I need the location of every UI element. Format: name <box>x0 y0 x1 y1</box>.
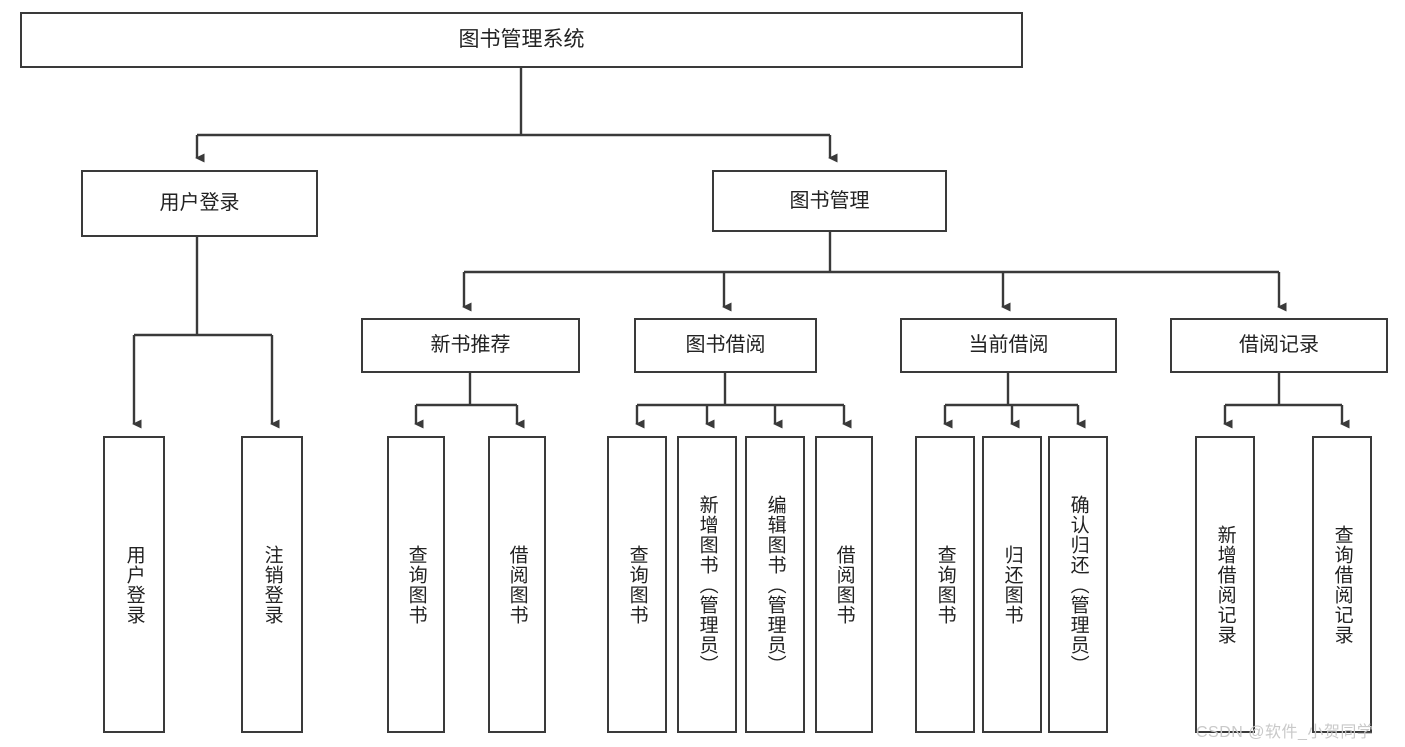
leaf-return-book[interactable]: 归还图书 <box>982 436 1042 733</box>
leaf-query-book-current[interactable]: 查询图书 <box>915 436 975 733</box>
leaf-query-borrow-record[interactable]: 查询借阅记录 <box>1312 436 1372 733</box>
node-current-borrow[interactable]: 当前借阅 <box>900 318 1117 373</box>
leaf-add-book-admin[interactable]: 新增图书（管理员） <box>677 436 737 733</box>
leaf-label: 新增图书（管理员） <box>696 494 718 675</box>
leaf-query-book-recommend[interactable]: 查询图书 <box>387 436 445 733</box>
node-user-login[interactable]: 用户登录 <box>81 170 318 237</box>
node-book-borrow[interactable]: 图书借阅 <box>634 318 817 373</box>
leaf-query-book-borrow[interactable]: 查询图书 <box>607 436 667 733</box>
node-book-manage[interactable]: 图书管理 <box>712 170 947 232</box>
leaf-label: 查询图书 <box>626 544 648 625</box>
leaf-label: 注销登录 <box>261 544 283 625</box>
leaf-borrow-book[interactable]: 借阅图书 <box>815 436 873 733</box>
leaf-label: 借阅图书 <box>833 544 855 625</box>
leaf-label: 编辑图书（管理员） <box>764 494 786 675</box>
leaf-confirm-return-admin[interactable]: 确认归还（管理员） <box>1048 436 1108 733</box>
leaf-label: 查询图书 <box>934 544 956 625</box>
leaf-borrow-book-recommend[interactable]: 借阅图书 <box>488 436 546 733</box>
node-new-book-recommend[interactable]: 新书推荐 <box>361 318 580 373</box>
node-root-system[interactable]: 图书管理系统 <box>20 12 1023 68</box>
node-borrow-record[interactable]: 借阅记录 <box>1170 318 1388 373</box>
leaf-label: 查询借阅记录 <box>1331 524 1353 645</box>
leaf-label: 用户登录 <box>123 544 145 625</box>
leaf-logout-login[interactable]: 注销登录 <box>241 436 303 733</box>
leaf-user-login[interactable]: 用户登录 <box>103 436 165 733</box>
leaf-label: 查询图书 <box>405 544 427 625</box>
leaf-label: 新增借阅记录 <box>1214 524 1236 645</box>
leaf-label: 归还图书 <box>1001 544 1023 625</box>
leaf-edit-book-admin[interactable]: 编辑图书（管理员） <box>745 436 805 733</box>
leaf-label: 借阅图书 <box>506 544 528 625</box>
csdn-watermark: CSDN @软件_小贺同学 <box>1196 724 1374 741</box>
leaf-add-borrow-record[interactable]: 新增借阅记录 <box>1195 436 1255 733</box>
leaf-label: 确认归还（管理员） <box>1067 494 1089 675</box>
